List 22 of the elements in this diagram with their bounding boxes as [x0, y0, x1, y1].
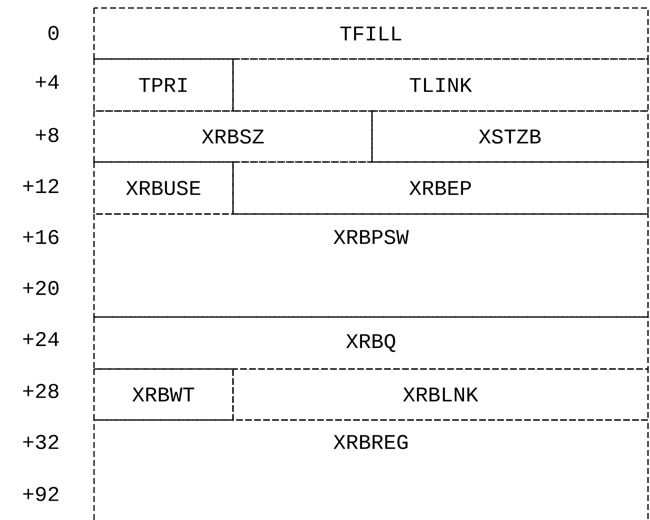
field-box: TLINK: [232, 58, 649, 112]
offset-label: +16: [23, 230, 58, 244]
offset-label: +32: [23, 434, 58, 450]
offset-label: +24: [23, 332, 59, 346]
offset-label: +28: [23, 384, 58, 398]
offset-label: +12: [23, 178, 58, 194]
field-box: XRBSZ: [93, 110, 373, 163]
field-box: XRBREG: [93, 419, 649, 520]
field-box: TPRI: [93, 58, 234, 112]
field-box: XRBQ: [93, 316, 649, 370]
offset-label: +92: [23, 486, 58, 502]
field-box: XRBEP: [232, 161, 649, 215]
field-box: XRBPSW: [93, 213, 649, 318]
offset-label: 0: [48, 26, 58, 40]
field-box: XRBLNK: [232, 368, 649, 421]
field-box: TFILL: [93, 7, 649, 60]
offset-label: +4: [36, 75, 59, 89]
offset-label: +8: [36, 128, 58, 142]
field-box: XRBWT: [93, 368, 234, 421]
offset-label: +20: [23, 280, 58, 296]
field-box: XSTZB: [371, 110, 649, 163]
field-box: XRBUSE: [93, 161, 234, 215]
